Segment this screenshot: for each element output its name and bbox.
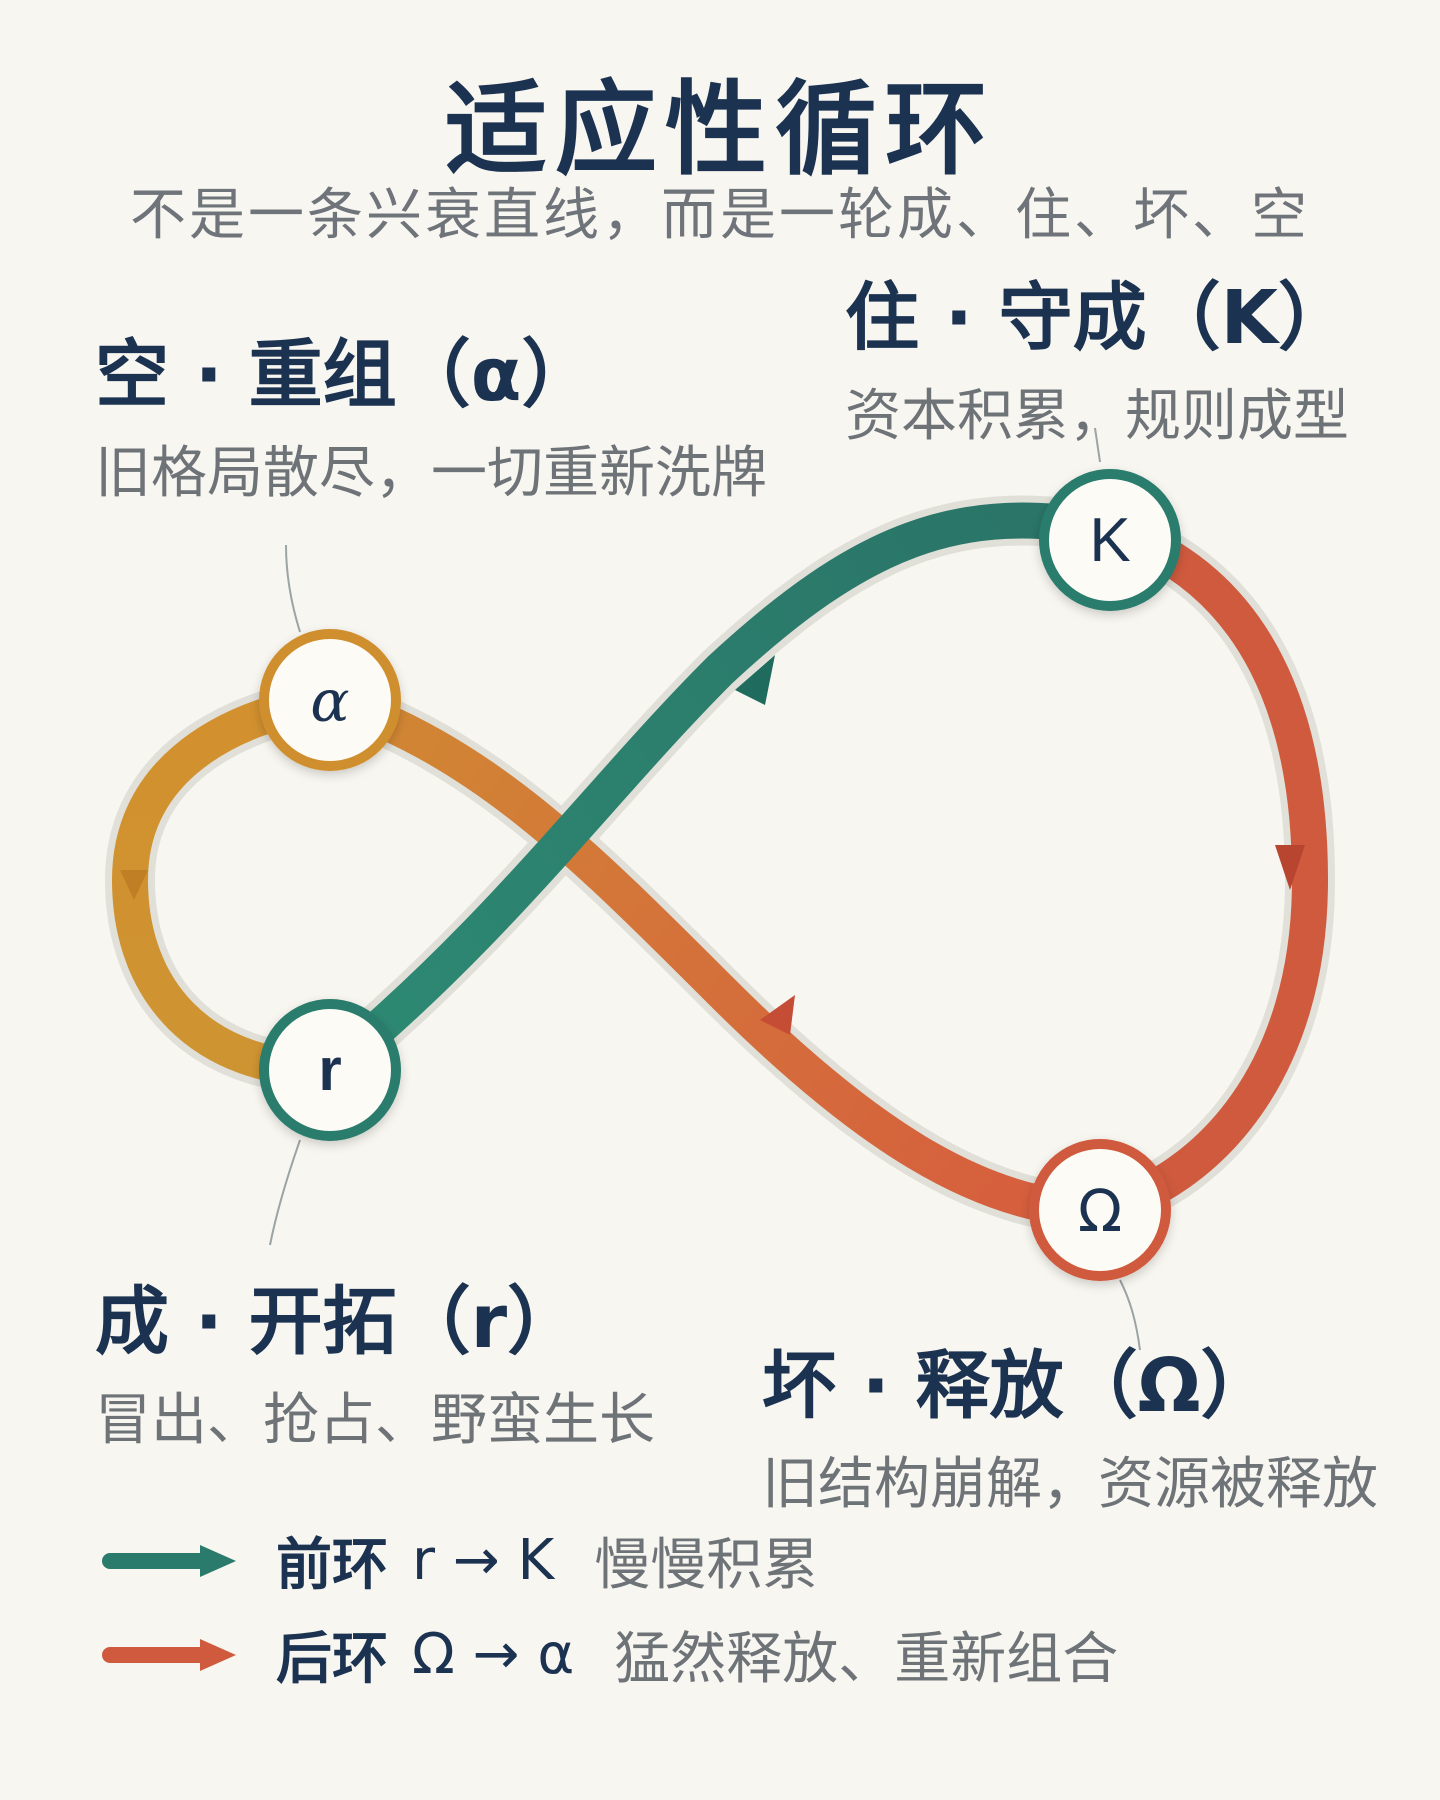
node-k-symbol: K (1089, 506, 1130, 575)
k-leader-line (1094, 427, 1101, 463)
label-omega: 坏 · 释放（Ω） 旧结构崩解，资源被释放 (762, 1326, 1378, 1520)
label-k-heading: 住 · 守成（K） (845, 275, 1352, 361)
page-subtitle: 不是一条兴衰直线，而是一轮成、住、坏、空 (130, 183, 1310, 248)
label-alpha: 空 · 重组（α） 旧格局散尽，一切重新洗牌 (95, 315, 767, 509)
legend-backloop: 后环 Ω → α 猛然释放、重新组合 (100, 1614, 1118, 1695)
loop-foreloop-diagonal (312, 502, 1128, 1088)
legend-backloop-description: 猛然释放、重新组合 (614, 1627, 1119, 1692)
node-alpha-symbol: α (310, 667, 349, 735)
label-alpha-heading: 空 · 重组（α） (95, 332, 596, 418)
node-omega-symbol: Ω (1078, 1177, 1122, 1245)
loop-release-segment (1082, 512, 1329, 1228)
label-omega-heading: 坏 · 释放（Ω） (762, 1343, 1275, 1429)
legend-backloop-name: 后环 (276, 1627, 388, 1692)
legend-foreloop: 前环 r → K 慢慢积累 (100, 1520, 818, 1601)
node-alpha (259, 629, 401, 771)
node-k (1039, 469, 1181, 611)
label-r-description: 冒出、抢占、野蛮生长 (95, 1388, 655, 1453)
label-alpha-description: 旧格局散尽，一切重新洗牌 (95, 441, 767, 506)
r-leader-line (269, 1139, 301, 1246)
foreloop-arrow-icon (735, 655, 775, 705)
legend-backloop-flow: Ω → α (412, 1622, 575, 1687)
omega-leader-line (1119, 1279, 1141, 1351)
page-title: 适应性循环 (445, 71, 995, 190)
legend-foreloop-description: 慢慢积累 (594, 1533, 819, 1598)
arrow-right-icon (102, 1544, 236, 1577)
label-omega-description: 旧结构崩解，资源被释放 (762, 1452, 1378, 1517)
release-arrow-icon (1275, 845, 1305, 890)
label-r-heading: 成 · 开拓（r） (95, 1279, 582, 1365)
backloop-arrow-icon (760, 995, 795, 1035)
reorganization-arrow-icon (120, 870, 148, 900)
node-r (259, 999, 401, 1141)
node-omega (1029, 1139, 1171, 1281)
alpha-leader-line (285, 544, 301, 633)
loop-backloop-diagonal (312, 682, 1118, 1228)
node-r-symbol: r (318, 1036, 341, 1103)
label-k: 住 · 守成（K） 资本积累，规则成型 (845, 258, 1352, 452)
label-r: 成 · 开拓（r） 冒出、抢占、野蛮生长 (95, 1262, 655, 1456)
legend-foreloop-name: 前环 (276, 1533, 388, 1598)
legend-foreloop-flow: r → K (412, 1528, 555, 1593)
label-k-description: 资本积累，规则成型 (845, 384, 1349, 449)
arrow-right-icon (102, 1638, 236, 1671)
